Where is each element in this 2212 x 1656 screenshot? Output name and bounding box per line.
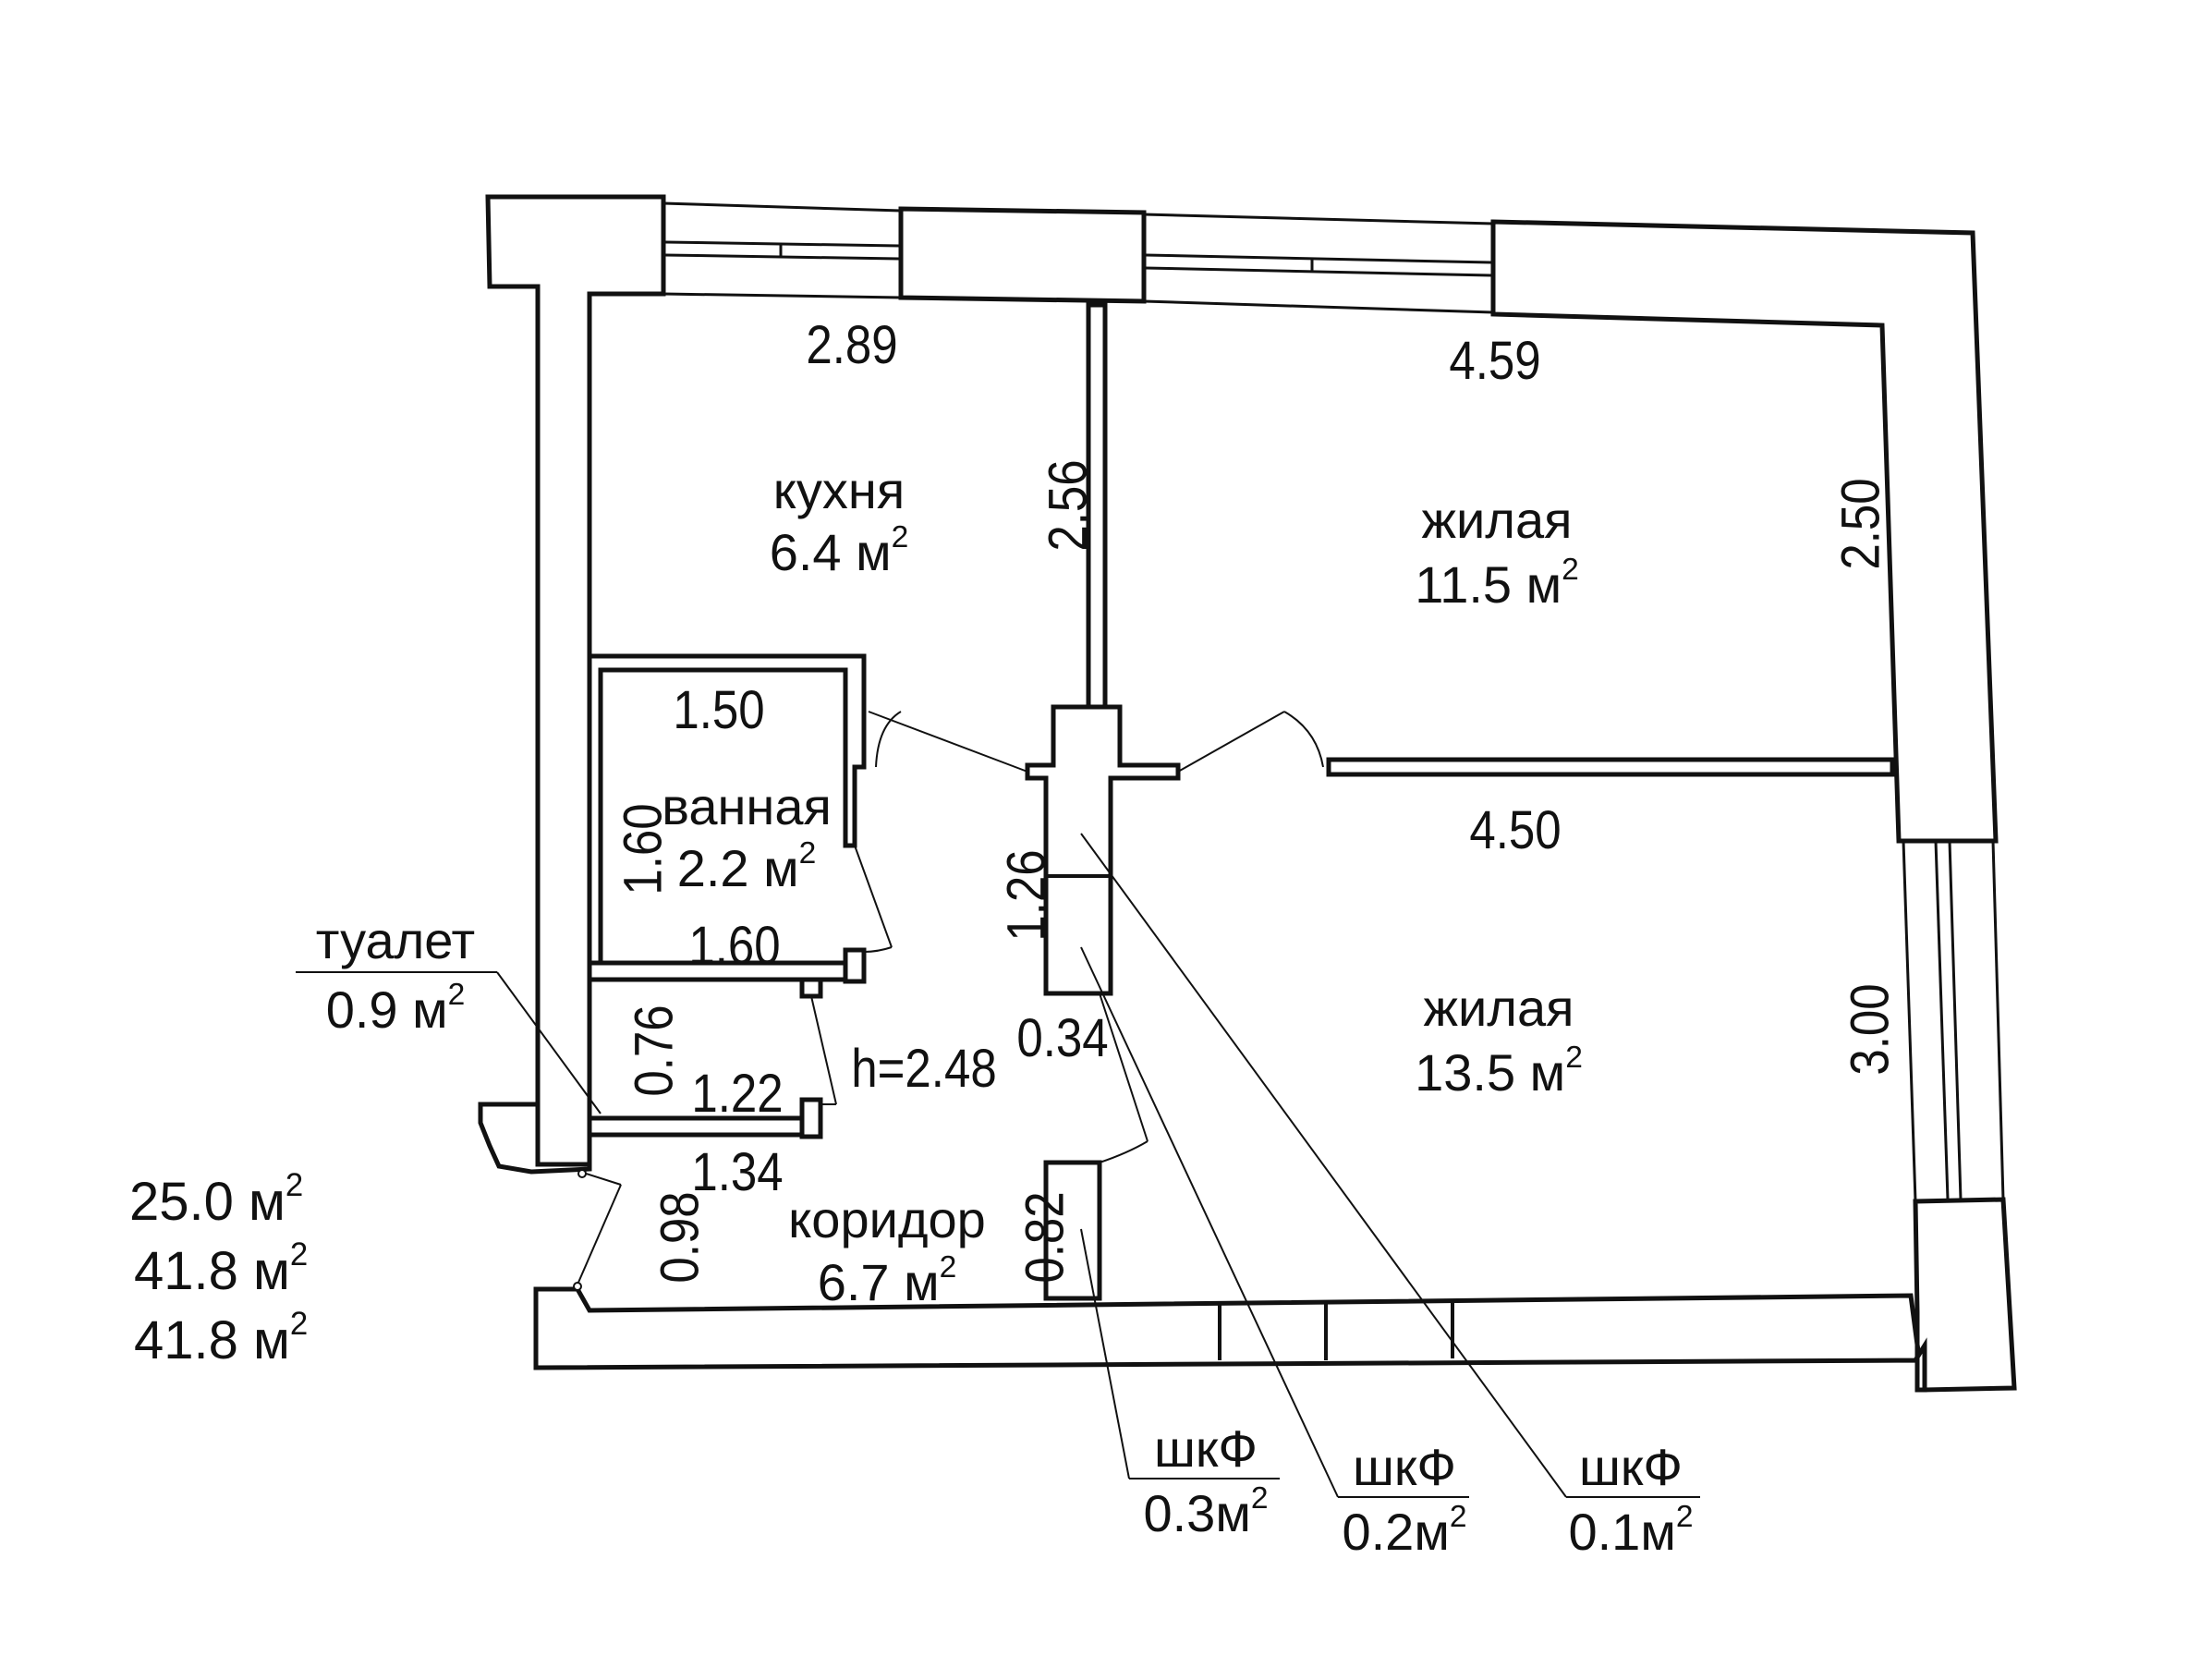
corridor-area-sup: 2 — [939, 1249, 957, 1285]
bathroom-area-value: 2.2 м — [676, 839, 799, 897]
closet-1-area: 0.3м2 — [1143, 1483, 1268, 1540]
living-bottom-name: жилая — [1423, 979, 1574, 1037]
total-area-3-sup: 2 — [289, 1305, 309, 1342]
toilet-area-value: 0.9 м — [325, 980, 448, 1039]
wall-living-partition — [1326, 757, 1895, 777]
dim-living-bottom-width: 4.50 — [1469, 800, 1562, 860]
living-bottom-area-sup: 2 — [1565, 1040, 1583, 1075]
dim-bath-height: 1.60 — [613, 803, 674, 895]
wall-bottom — [533, 1286, 1927, 1393]
wall-left-stub — [478, 1102, 592, 1175]
right-window — [1902, 840, 2005, 1202]
central-column — [1025, 704, 1181, 996]
dim-living-top-depth: 2.50 — [1830, 478, 1891, 570]
exterior-walls — [478, 194, 2017, 1393]
closet-2-area-value: 0.2м — [1342, 1503, 1450, 1561]
dim-corridor-niche: 0.82 — [1015, 1191, 1076, 1284]
living-top-area-sup: 2 — [1562, 552, 1579, 587]
living-top-area-value: 11.5 м — [1415, 555, 1562, 614]
total-area-3: 41.8 м2 — [134, 1308, 308, 1368]
corridor-name: коридор — [788, 1190, 986, 1248]
closet-3-area: 0.1м2 — [1568, 1502, 1693, 1561]
dim-bath-width-bottom: 1.60 — [688, 916, 781, 976]
total-area-2-sup: 2 — [289, 1236, 309, 1272]
closet-1-name: шкФ — [1154, 1419, 1258, 1478]
closet-2-area-sup: 2 — [1449, 1499, 1467, 1534]
living-top-area: 11.5 м2 — [1415, 554, 1579, 611]
total-area-2-value: 41.8 м — [134, 1241, 290, 1301]
wall-top-middle-pier — [898, 206, 1147, 304]
wall-corridor-niche — [1043, 1160, 1102, 1301]
dim-toilet-width-top: 1.22 — [691, 1064, 784, 1124]
closet-3-name: шкФ — [1579, 1438, 1683, 1496]
total-area-1-value: 25.0 м — [129, 1172, 286, 1232]
wall-bath-door-frame — [843, 947, 867, 984]
living-bottom-area: 13.5 м2 — [1415, 1042, 1583, 1099]
living-bottom-area-value: 13.5 м — [1415, 1043, 1566, 1102]
total-area-3-value: 41.8 м — [134, 1310, 290, 1370]
kitchen-area-value: 6.4 м — [769, 523, 892, 581]
corridor-area: 6.7 м2 — [818, 1252, 957, 1309]
door-swings — [573, 711, 1324, 1291]
kitchen-area-sup: 2 — [891, 519, 909, 554]
toilet-name: туалет — [315, 911, 476, 969]
toilet-area-sup: 2 — [447, 977, 466, 1012]
dim-corridor-gap: 0.34 — [1016, 1008, 1109, 1068]
kitchen-name: кухня — [772, 461, 905, 519]
leader-lines — [296, 833, 1700, 1498]
kitchen-area: 6.4 м2 — [770, 522, 909, 578]
closet-3-area-value: 0.1м — [1568, 1503, 1676, 1561]
closet-2-area: 0.2м2 — [1342, 1502, 1466, 1561]
toilet-area: 0.9 м2 — [326, 980, 466, 1036]
total-area-2: 41.8 м2 — [134, 1238, 308, 1298]
total-area-1: 25.0 м2 — [129, 1169, 303, 1232]
bathroom-name: ванная — [662, 777, 832, 835]
dim-living-bottom-depth: 3.00 — [1840, 983, 1901, 1076]
closet-2-name: шкФ — [1353, 1438, 1456, 1496]
dim-kitchen-depth: 2.56 — [1038, 459, 1099, 552]
top-windows — [662, 201, 1494, 314]
wall-toilet-door-frame — [799, 1097, 823, 1139]
dim-kitchen-width: 2.89 — [806, 315, 898, 375]
corridor-area-value: 6.7 м — [817, 1253, 940, 1311]
closet-1-area-sup: 2 — [1250, 1480, 1269, 1516]
dim-entry-width: 0.98 — [650, 1191, 711, 1284]
bathroom-area-sup: 2 — [798, 835, 817, 871]
wall-right-lower — [1913, 1197, 2017, 1393]
total-area-1-sup: 2 — [285, 1166, 304, 1203]
bathroom-area: 2.2 м2 — [677, 838, 817, 895]
dim-bath-width-top: 1.50 — [673, 680, 765, 740]
ceiling-height: h=2.48 — [851, 1039, 997, 1099]
wall-toilet-top-frame — [799, 977, 823, 999]
dim-living-top-width: 4.59 — [1449, 331, 1541, 391]
closet-3-area-sup: 2 — [1675, 1499, 1694, 1534]
wall-top-right — [1490, 219, 1999, 844]
closet-1-area-value: 0.3м — [1143, 1484, 1251, 1542]
dim-toilet-height: 0.76 — [624, 1005, 685, 1097]
dim-corridor-small: 1.26 — [996, 849, 1057, 942]
dim-toilet-width-bottom: 1.34 — [691, 1142, 784, 1202]
interior-walls — [587, 302, 1895, 1360]
living-top-name: жилая — [1421, 491, 1573, 549]
